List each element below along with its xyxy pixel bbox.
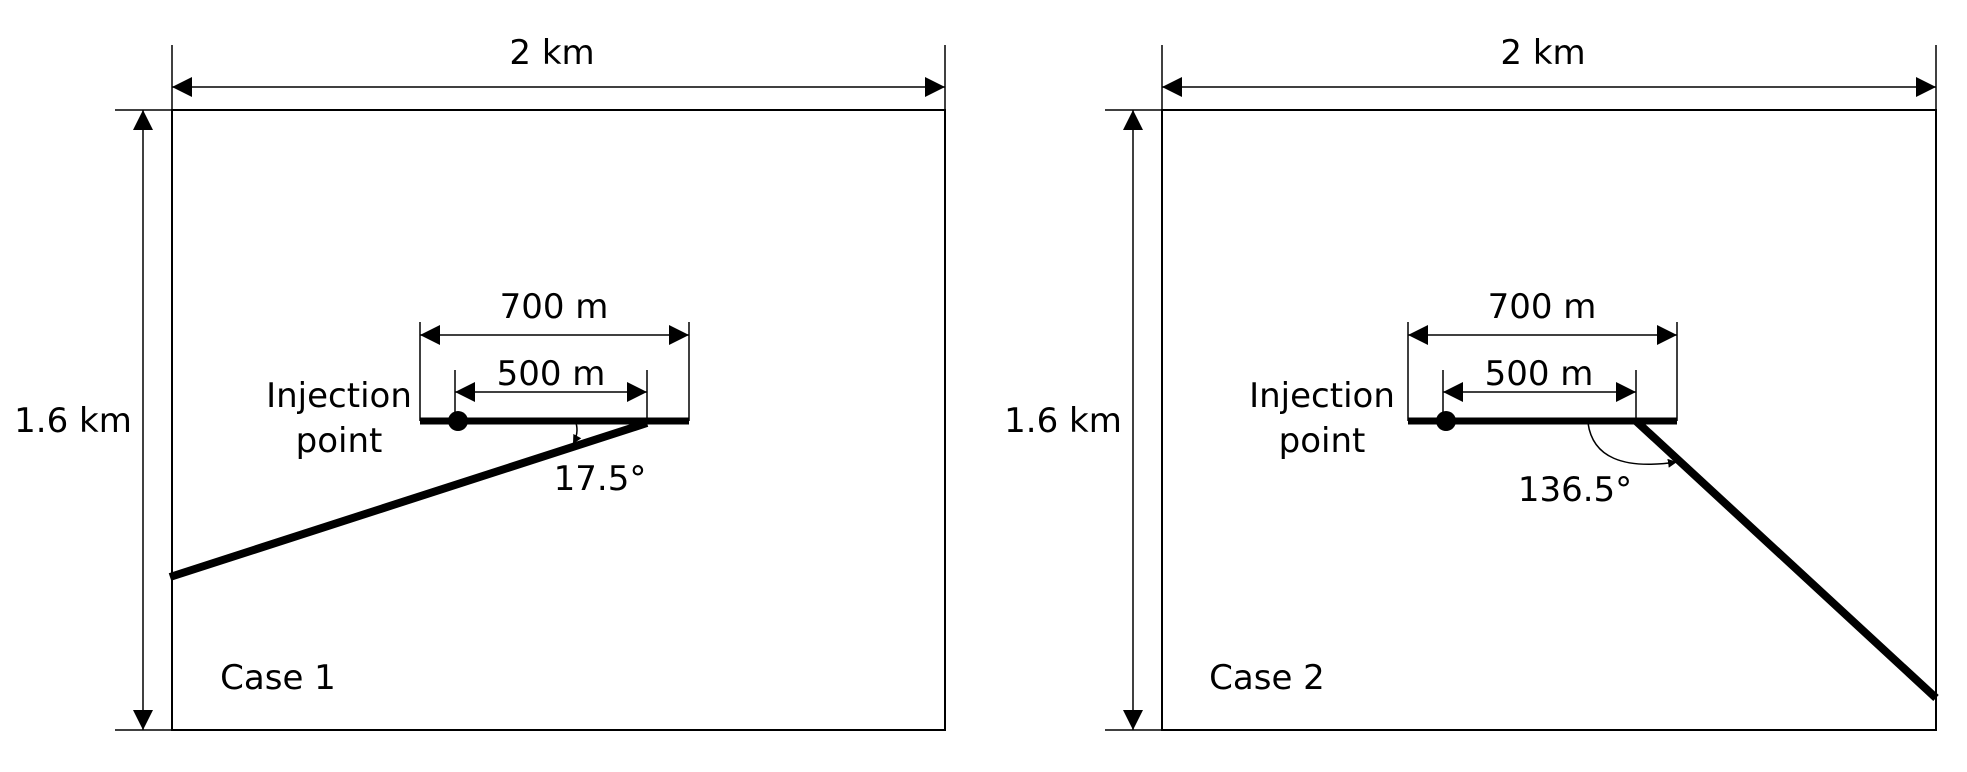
fracture-offset-label: 500 m xyxy=(497,354,606,394)
case-label: Case 1 xyxy=(220,658,336,698)
case-label: Case 2 xyxy=(1209,658,1325,698)
panel-case-1: 2 km 1.6 km 700 m 500 m 17.5° Injection … xyxy=(14,33,946,731)
angle-label: 17.5° xyxy=(554,459,647,499)
angle-arc xyxy=(1587,422,1678,468)
domain-box xyxy=(1161,109,1937,731)
injection-label-line1: Injection xyxy=(1249,376,1395,416)
height-label: 1.6 km xyxy=(1004,401,1122,441)
injection-label-line2: point xyxy=(1279,421,1366,461)
width-label: 2 km xyxy=(1500,33,1585,73)
fracture-line xyxy=(168,419,649,581)
injection-point-marker xyxy=(1436,411,1456,431)
well-length-label: 700 m xyxy=(1488,287,1597,327)
angle-label: 136.5° xyxy=(1518,470,1632,510)
fracture-line xyxy=(1633,418,1939,701)
width-label: 2 km xyxy=(509,33,594,73)
injection-label-line1: Injection xyxy=(266,376,412,416)
well-length-label: 700 m xyxy=(500,287,609,327)
domain-box xyxy=(171,109,946,731)
height-label: 1.6 km xyxy=(14,401,132,441)
fracture-offset-label: 500 m xyxy=(1485,354,1594,394)
injection-label-line2: point xyxy=(296,421,383,461)
angle-arc xyxy=(572,422,582,445)
panel-case-2: 2 km 1.6 km 700 m 500 m 136.5° Injection… xyxy=(1004,33,1939,731)
injection-point-marker xyxy=(448,411,468,431)
